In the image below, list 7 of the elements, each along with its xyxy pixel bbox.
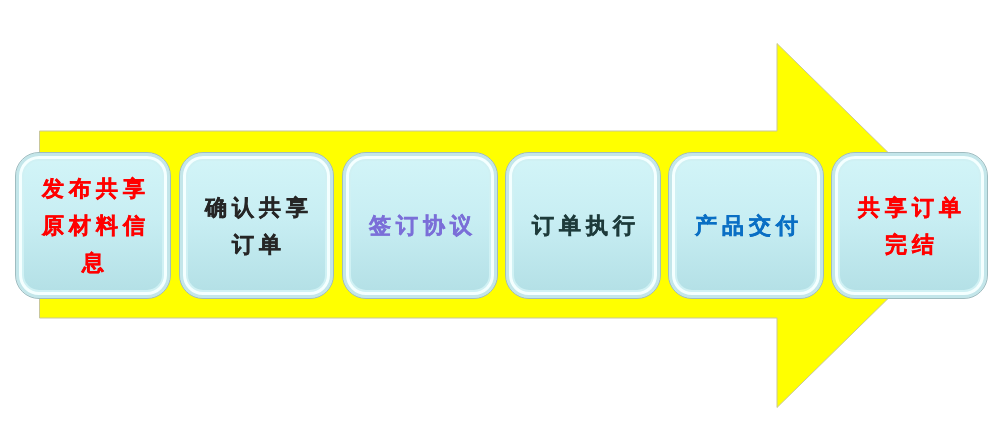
arrow-background [15,43,988,408]
process-box: 签订协议 [342,152,498,299]
process-box: 产品交付 [668,152,824,299]
process-box: 共享订单完结 [831,152,988,299]
process-box: 发布共享原材料信息 [15,152,171,299]
process-box: 订单执行 [505,152,661,299]
process-box: 确认共享订单 [179,152,334,299]
